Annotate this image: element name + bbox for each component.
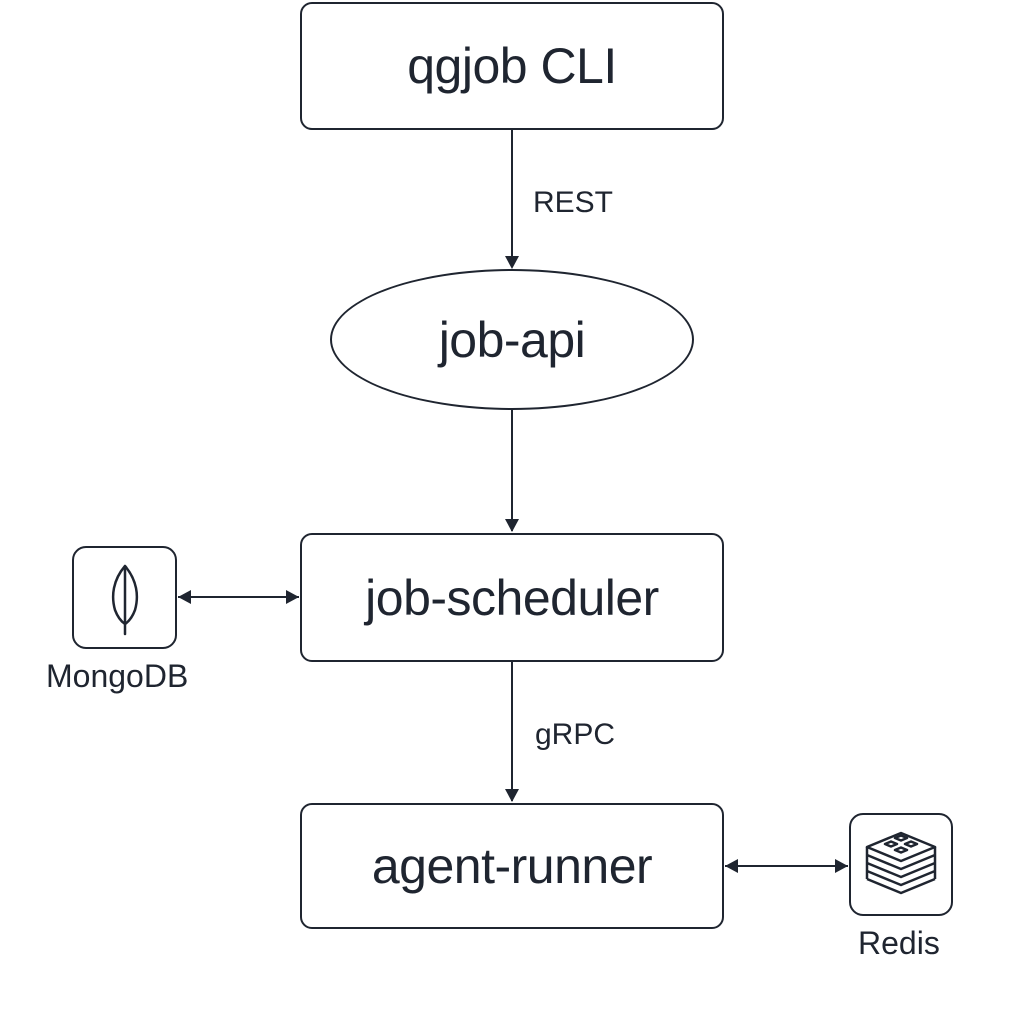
edge-label-grpc: gRPC xyxy=(535,718,616,751)
node-agent-runner: agent-runner xyxy=(300,803,724,929)
mongodb-store xyxy=(72,546,177,649)
arrowhead-redis-left xyxy=(725,859,738,873)
arrowhead-api xyxy=(505,256,519,269)
arrowhead-redis-right xyxy=(835,859,848,873)
redis-store xyxy=(849,813,953,916)
edge-label-rest: REST xyxy=(533,186,614,219)
node-qgjob-cli: qgjob CLI xyxy=(300,2,724,130)
arrowhead-mongodb-left xyxy=(178,590,191,604)
node-job-api: job-api xyxy=(330,269,694,410)
arrowhead-mongodb-right xyxy=(286,590,299,604)
redis-stack-icon xyxy=(865,831,937,894)
node-job-scheduler: job-scheduler xyxy=(300,533,724,662)
redis-label: Redis xyxy=(858,925,940,961)
mongodb-label: MongoDB xyxy=(46,658,189,694)
arrowhead-scheduler xyxy=(505,519,519,532)
arrowhead-runner xyxy=(505,789,519,802)
node-label-api: job-api xyxy=(438,311,586,368)
node-label-runner: agent-runner xyxy=(371,838,653,894)
mongodb-leaf-icon xyxy=(111,564,138,635)
node-label-scheduler: job-scheduler xyxy=(365,569,659,626)
node-label-cli: qgjob CLI xyxy=(407,38,617,94)
